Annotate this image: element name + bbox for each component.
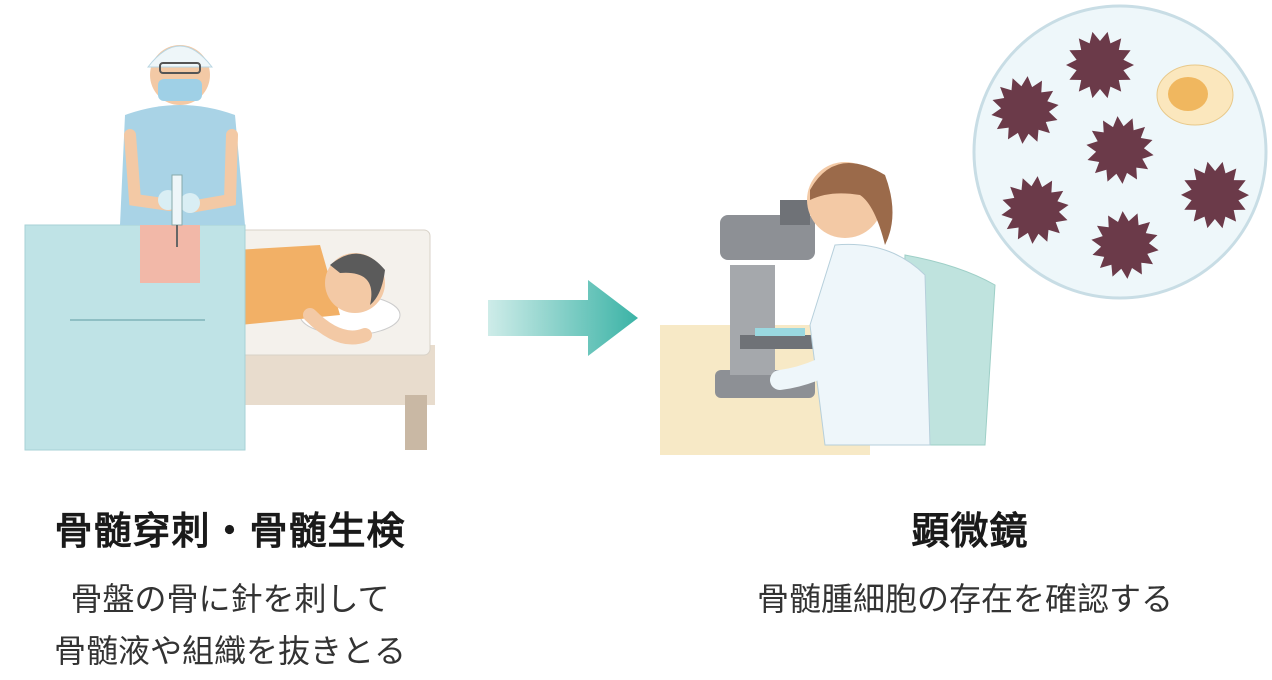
microscope-stage <box>740 335 815 349</box>
doctor-glasses <box>159 62 201 74</box>
step-1-title: 骨髄穿刺・骨髄生検 <box>54 509 406 553</box>
myeloma-cell <box>1091 211 1159 279</box>
patient-hair <box>330 253 385 305</box>
scientist-hair <box>810 163 893 245</box>
arrow-shape <box>488 280 638 356</box>
microscope-slide <box>755 328 805 336</box>
patient-body <box>235 245 340 325</box>
myeloma-cell <box>991 76 1059 144</box>
scientist-arm <box>770 335 870 390</box>
scientist-coat <box>809 243 931 446</box>
flow-arrow <box>488 280 638 356</box>
doctor-arms <box>124 129 238 213</box>
step-1-description-line-2: 骨髄液や組織を抜きとる <box>53 632 406 670</box>
microscope-eyepiece <box>780 200 810 225</box>
doctor-glove-right <box>180 193 200 213</box>
syringe <box>171 174 183 226</box>
microscope-arm <box>730 265 775 375</box>
magnified-cells-view <box>972 4 1268 300</box>
myeloma-cell <box>1086 116 1154 184</box>
doctor-mask <box>158 79 202 101</box>
patient-arm <box>303 308 372 345</box>
doctor-cap <box>146 45 214 68</box>
step-2-title: 顕微鏡 <box>911 509 1029 553</box>
puncture-site <box>140 225 200 283</box>
bed-leg <box>405 395 427 450</box>
normal-cell-nucleus <box>1168 77 1208 111</box>
myeloma-cell <box>1066 31 1134 99</box>
surgical-drape <box>24 224 246 451</box>
doctor-body <box>120 105 245 225</box>
bone-marrow-procedure-illustration <box>24 45 435 451</box>
step-1-description-line-1: 骨盤の骨に針を刺して <box>70 580 390 618</box>
myeloma-cell <box>1001 176 1069 244</box>
microscope-illustration <box>660 162 996 455</box>
step-2-description-line-1: 骨髄腫細胞の存在を確認する <box>756 580 1173 618</box>
myeloma-cell <box>1181 161 1249 229</box>
microscope-head <box>720 215 815 260</box>
